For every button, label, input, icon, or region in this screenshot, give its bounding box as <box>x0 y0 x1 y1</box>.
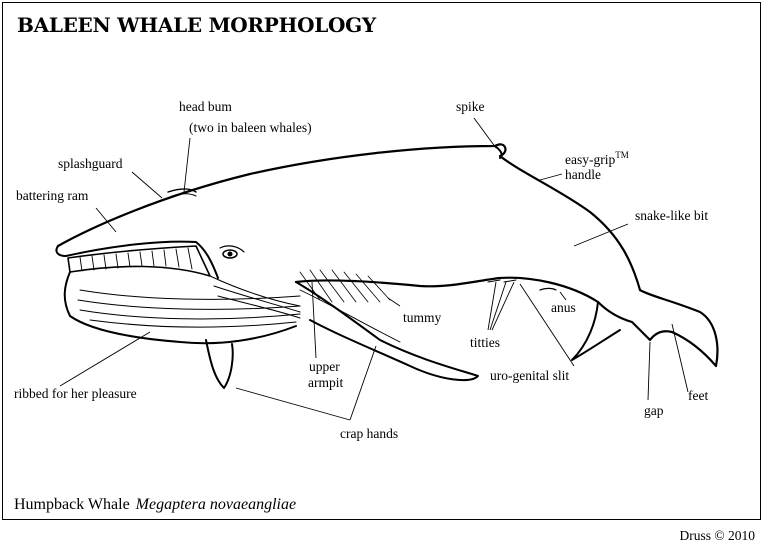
label-gap: gap <box>644 403 664 418</box>
whale-eye <box>222 249 238 259</box>
species-caption: Humpback Whale Megaptera novaeangliae <box>14 496 296 514</box>
whale-fluke <box>571 301 621 361</box>
baleen-strokes <box>79 247 193 272</box>
whale-pectoral-stub <box>205 339 234 389</box>
whale-flipper <box>295 281 479 382</box>
whale-anus <box>539 287 557 291</box>
belly-grooves <box>299 269 391 303</box>
label-battering-ram: battering ram <box>16 188 89 203</box>
label-head-bum-note: (two in baleen whales) <box>189 120 312 135</box>
diagram-title: BALEEN WHALE MORPHOLOGY <box>17 13 376 37</box>
credit-line: Druss © 2010 <box>679 528 755 543</box>
label-spike: spike <box>456 99 485 114</box>
label-crap-hands: crap hands <box>340 426 399 441</box>
label-armpit: armpit <box>308 375 344 390</box>
label-titties: titties <box>470 335 500 350</box>
whale-blowhole <box>167 188 197 193</box>
whale-tail-stock <box>596 288 719 368</box>
label-tummy: tummy <box>403 310 442 325</box>
whale-dorsal <box>494 145 503 159</box>
label-uro-genital-slit: uro-genital slit <box>490 368 570 383</box>
whale-belly-outline <box>294 276 600 304</box>
label-handle: handle <box>565 167 601 182</box>
label-easy-grip: easy-gripTM <box>565 150 629 167</box>
diagram-frame <box>2 2 761 520</box>
label-splashguard: splashguard <box>58 156 123 171</box>
label-anus: anus <box>551 300 576 315</box>
leader-lines <box>59 117 689 421</box>
label-upper: upper <box>309 359 340 374</box>
label-head-bum: head bum <box>179 99 232 114</box>
whale-back-outline <box>56 143 642 292</box>
label-feet: feet <box>688 388 709 403</box>
whale-lower-jaw <box>63 271 297 345</box>
scientific-name: Megaptera novaeangliae <box>135 496 297 513</box>
whale-upper-jaw <box>55 240 219 279</box>
label-snake-like-bit: snake-like bit <box>635 208 709 223</box>
throat-grooves <box>77 275 301 328</box>
common-name: Humpback Whale <box>14 496 130 513</box>
label-ribbed: ribbed for her pleasure <box>14 386 137 401</box>
